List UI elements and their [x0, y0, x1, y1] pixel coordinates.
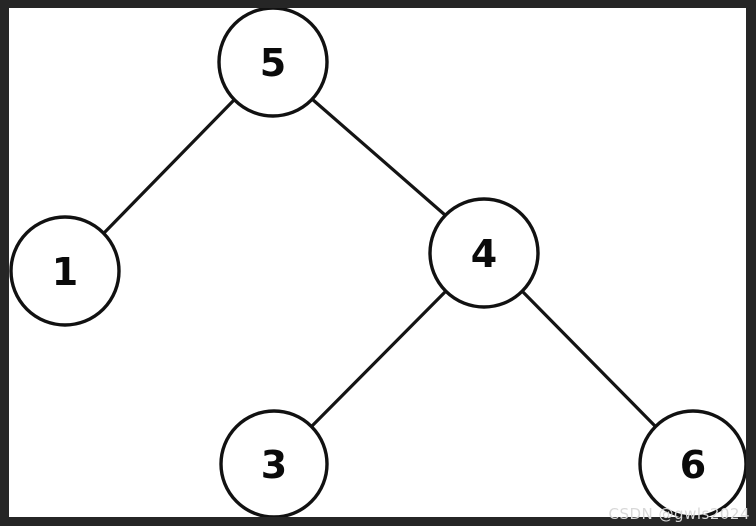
tree-node-4[interactable]: 4	[428, 197, 540, 309]
node-circle-1	[9, 215, 121, 327]
node-label-5: 5	[260, 41, 286, 85]
tree-node-6[interactable]: 6	[638, 409, 746, 517]
node-label-6: 6	[680, 443, 706, 487]
tree-node-3[interactable]: 3	[219, 409, 329, 517]
tree-node-5[interactable]: 5	[217, 8, 329, 118]
node-circle-6	[638, 409, 746, 517]
diagram-canvas: 5 1 4 3 6	[9, 8, 746, 517]
node-layer: 5 1 4 3 6	[9, 8, 746, 517]
node-circle-5	[217, 8, 329, 118]
node-label-4: 4	[471, 232, 497, 276]
tree-edge-n4-to-n3	[310, 289, 448, 428]
binary-tree-svg: 5 1 4 3 6	[9, 8, 746, 517]
node-label-3: 3	[261, 443, 287, 487]
edge-layer	[102, 97, 657, 428]
tree-edge-n5-to-n4	[310, 97, 447, 217]
node-label-1: 1	[52, 250, 78, 294]
tree-edge-n4-to-n6	[520, 289, 657, 428]
node-circle-4	[428, 197, 540, 309]
tree-node-1[interactable]: 1	[9, 215, 121, 327]
node-circle-3	[219, 409, 329, 517]
tree-edge-n5-to-n1	[102, 98, 236, 235]
